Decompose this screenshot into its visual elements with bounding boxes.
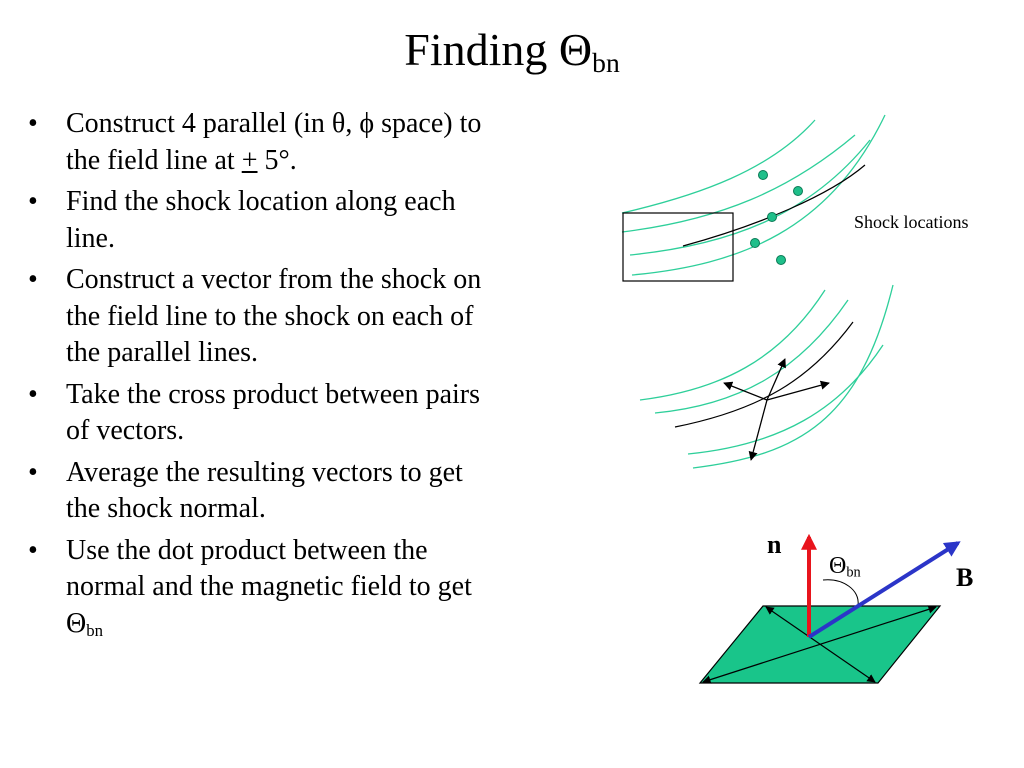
plane-diagonal: [765, 606, 876, 683]
angle-label: Θbn: [829, 553, 861, 581]
page-title: Finding Θbn: [404, 24, 620, 78]
bullet-mark: •: [28, 534, 38, 566]
bullet-list: • Construct 4 parallel (in θ, ϕ space) t…: [22, 106, 492, 647]
field-lines-middle: [639, 284, 894, 469]
bullet-item-5: • Average the resulting vectors to get t…: [22, 455, 492, 528]
parallel-field-line: [639, 289, 826, 401]
bullet-text: Find the shock location along each line.: [66, 186, 456, 254]
field-label: B: [956, 563, 974, 592]
bullet-text: Take the cross product between pairs of …: [66, 378, 480, 447]
parallel-field-line: [687, 344, 884, 455]
shock-locations-label: Shock locations: [854, 212, 969, 232]
field-lines-top: [621, 114, 886, 282]
shock-location-dot: [758, 170, 768, 180]
parallel-field-line: [621, 134, 856, 233]
shock-vector-arrow: [748, 399, 768, 461]
bullet-mark: •: [28, 108, 38, 139]
bullet-text: Average the resulting vectors to get the…: [66, 456, 463, 525]
shock-vector-arrow: [766, 358, 786, 401]
normal-label: n: [767, 530, 782, 559]
field-vector: [807, 541, 961, 639]
shock-location-dot: [750, 238, 760, 248]
shock-location-dot: [776, 255, 786, 265]
projection-box: [622, 212, 734, 282]
shock-vector-arrow: [723, 381, 768, 401]
parallel-field-line: [621, 119, 816, 214]
bullet-text: Construct a vector from the shock on the…: [66, 264, 482, 368]
angle-arc: [822, 579, 859, 606]
bullet-text: Construct 4 parallel (in θ, ϕ space) to …: [66, 108, 482, 176]
bullet-mark: •: [28, 378, 38, 410]
bullet-text: Use the dot product between the normal a…: [66, 534, 472, 640]
bullet-item-4: • Take the cross product between pairs o…: [22, 377, 492, 450]
parallel-field-line: [692, 284, 894, 469]
shock-plane-diagram: [698, 533, 961, 684]
shock-location-dot: [793, 186, 803, 196]
bullet-mark: •: [28, 264, 38, 295]
parallel-field-line: [629, 139, 871, 256]
bullet-mark: •: [28, 186, 38, 217]
bullet-item-6: • Use the dot product between the normal…: [22, 533, 492, 643]
parallel-field-line: [631, 114, 886, 276]
bullet-item-3: • Construct a vector from the shock on t…: [22, 262, 492, 372]
shock-vector-arrow: [766, 380, 830, 401]
center-field-line: [674, 321, 854, 428]
center-field-line: [682, 164, 866, 247]
bullet-item-2: • Find the shock location along each lin…: [22, 184, 492, 257]
parallel-field-line: [654, 299, 849, 414]
bullet-item-1: • Construct 4 parallel (in θ, ϕ space) t…: [22, 106, 492, 179]
bullet-mark: •: [28, 456, 38, 488]
shock-location-dot: [767, 212, 777, 222]
